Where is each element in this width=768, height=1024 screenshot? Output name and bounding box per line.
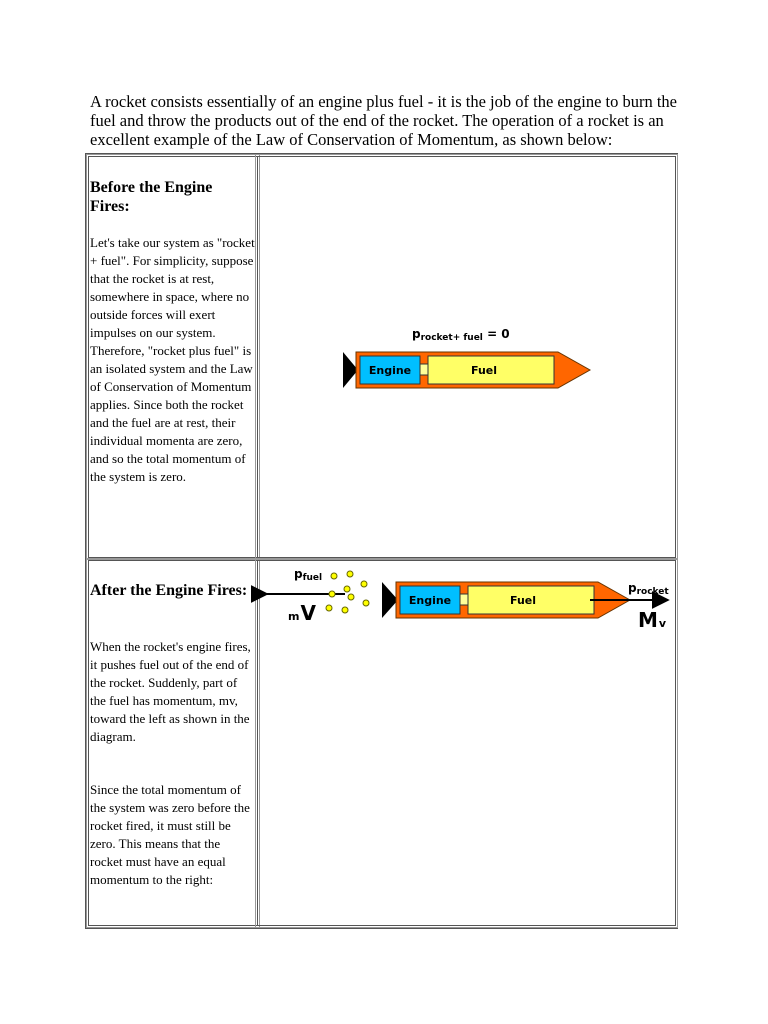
- rocket-at-rest: procket+ fuel = 0 Engine Fuel: [343, 327, 590, 388]
- exhaust-particle: [326, 605, 332, 611]
- svg-text:procket: procket: [628, 581, 669, 597]
- engine-connector: [460, 594, 468, 605]
- svg-text:procket+ fuel = 0: procket+ fuel = 0: [412, 327, 510, 343]
- p-subscript: rocket+ fuel: [421, 333, 483, 343]
- fuel-label: Fuel: [471, 364, 497, 377]
- Mv-M: M: [638, 608, 658, 632]
- mv-v: V: [300, 601, 316, 625]
- fuel-label: Fuel: [510, 594, 536, 607]
- exhaust-particle: [363, 600, 369, 606]
- exhaust-particles: [326, 571, 369, 613]
- exhaust-particle: [348, 594, 354, 600]
- p-total-value: = 0: [483, 327, 510, 341]
- exhaust-particle: [331, 573, 337, 579]
- rocket-firing: pfuel mV Engine Fuel procket Mv: [267, 567, 669, 632]
- pfuel-subscript: fuel: [303, 573, 323, 583]
- engine-label: Engine: [369, 364, 411, 377]
- exhaust-particle: [329, 591, 335, 597]
- exhaust-particle: [347, 571, 353, 577]
- svg-text:mV: mV: [288, 601, 316, 625]
- exhaust-particle: [342, 607, 348, 613]
- exhaust-particle: [361, 581, 367, 587]
- svg-text:pfuel: pfuel: [294, 567, 322, 583]
- exhaust-particle: [344, 586, 350, 592]
- svg-text:Mv: Mv: [638, 608, 667, 632]
- mv-m: m: [288, 610, 299, 623]
- Mv-v: v: [659, 617, 667, 630]
- engine-connector: [420, 364, 428, 375]
- procket-subscript: rocket: [637, 587, 670, 597]
- engine-label: Engine: [409, 594, 451, 607]
